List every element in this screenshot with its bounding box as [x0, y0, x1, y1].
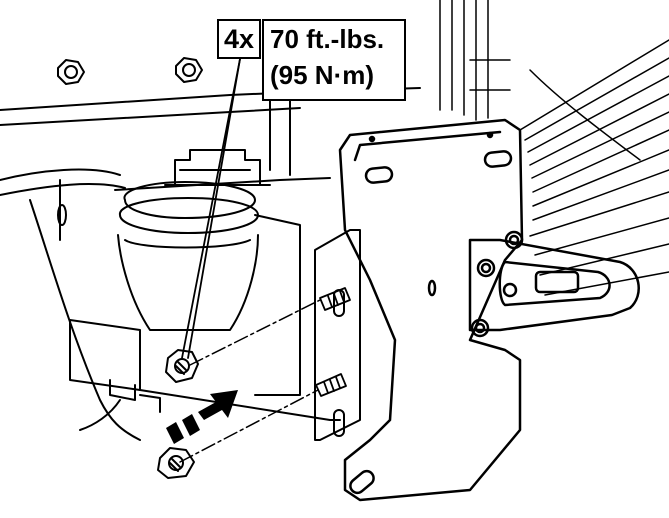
frame-rail: [0, 87, 421, 441]
callout-leader-lines: [181, 58, 241, 359]
alignment-line-upper: [189, 299, 321, 366]
bolt-quantity-label: 4x: [217, 19, 261, 59]
alignment-line-lower: [179, 389, 319, 463]
threaded-stud-upper: [319, 287, 351, 311]
flange-nut-installed: [165, 349, 199, 383]
frame-side-plate: [314, 229, 361, 441]
threaded-stud-lower: [315, 373, 347, 397]
hitch-bracket: [338, 118, 524, 502]
flange-nut-loose: [157, 447, 195, 479]
frame-bracket: [69, 214, 341, 431]
tow-hook: [468, 230, 640, 338]
torque-metric: (95 N·m): [270, 60, 375, 90]
install-direction-arrow: [166, 390, 238, 444]
frame-bolt-right: [175, 57, 203, 83]
bed-hatching: [439, 0, 669, 296]
torque-spec-label: 70 ft.-lbs. (95 N·m): [262, 19, 406, 101]
bump-stop: [117, 149, 271, 331]
frame-bolt-left: [57, 59, 85, 85]
torque-imperial: 70 ft.-lbs.: [270, 24, 385, 54]
